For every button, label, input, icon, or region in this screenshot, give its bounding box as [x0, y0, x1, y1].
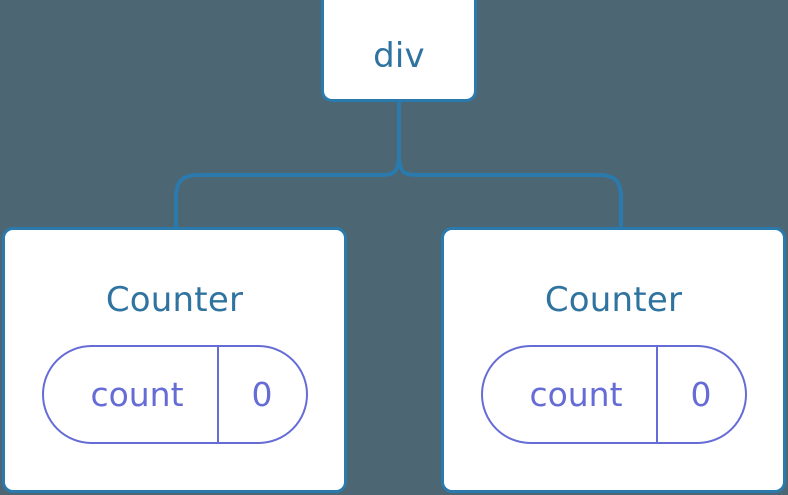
node-div[interactable]: div: [321, 0, 477, 102]
node-counter-right[interactable]: Counter count 0: [441, 227, 786, 493]
connector-branch-left: [174, 153, 401, 227]
state-pill-divider-right: [655, 347, 658, 442]
node-counter-right-label: Counter: [544, 280, 683, 320]
state-value-right: 0: [690, 375, 712, 414]
node-counter-left[interactable]: Counter count 0: [2, 227, 347, 493]
connector-branch-right: [397, 153, 623, 227]
node-div-label: div: [373, 36, 425, 76]
state-pill-right[interactable]: count 0: [480, 345, 747, 444]
state-value-left: 0: [251, 375, 273, 414]
state-key-right: count: [529, 375, 623, 414]
node-counter-left-label: Counter: [105, 280, 244, 320]
state-pill-divider-left: [216, 347, 219, 442]
state-key-left: count: [90, 375, 184, 414]
state-pill-left[interactable]: count 0: [41, 345, 308, 444]
